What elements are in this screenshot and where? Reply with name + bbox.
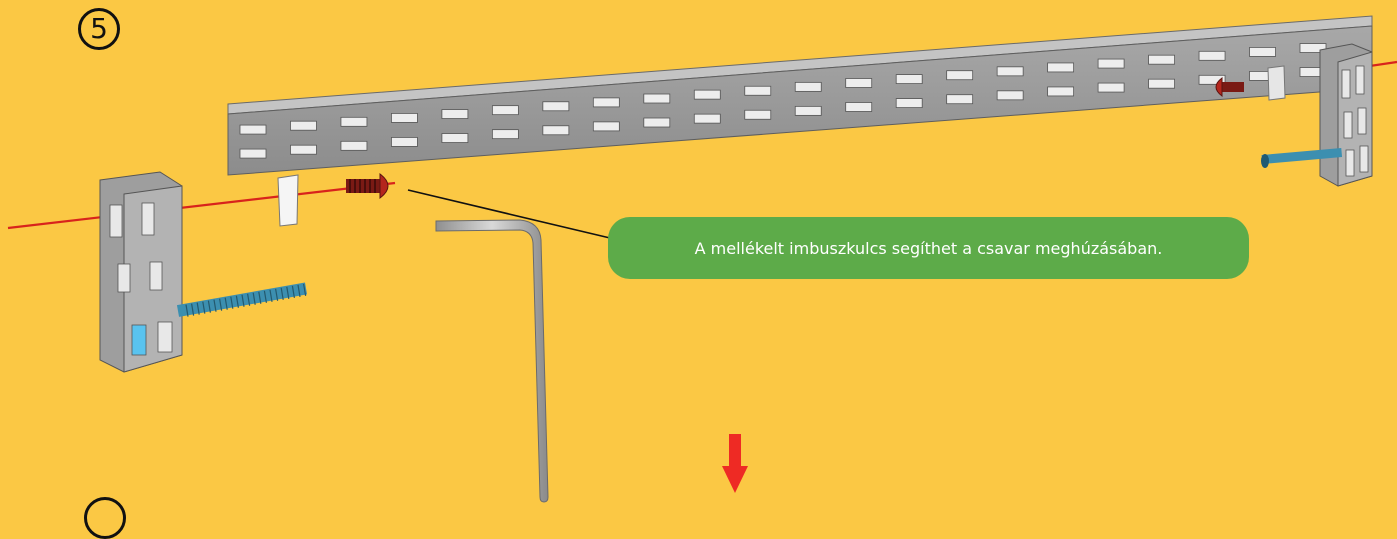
- rail-slot: [491, 129, 519, 140]
- rail-slot: [239, 124, 267, 135]
- thread-line: [247, 293, 251, 306]
- thread-line: [241, 294, 245, 307]
- screw-right: [1215, 76, 1244, 98]
- thread-line: [202, 301, 206, 314]
- hint-callout: A mellékelt imbuszkulcs segíthet a csava…: [608, 217, 1249, 279]
- rail-slot: [996, 66, 1024, 77]
- rail-slot: [592, 97, 620, 108]
- rail-slot: [946, 94, 974, 105]
- thread-line: [286, 286, 290, 299]
- rail-slot: [592, 121, 620, 132]
- thread-line: [219, 298, 223, 311]
- threaded-rod-left: [176, 282, 308, 317]
- thread-line: [191, 303, 195, 316]
- rail-slot: [895, 74, 923, 85]
- thread-line: [230, 296, 234, 309]
- thread-line: [185, 304, 189, 317]
- rail-slot: [1097, 82, 1125, 93]
- rail-slot: [542, 125, 570, 136]
- rail-slot: [996, 90, 1024, 101]
- rail-slot: [794, 105, 822, 116]
- rail-slot: [441, 133, 469, 143]
- rail-slot: [693, 89, 721, 100]
- rail-slot: [290, 120, 317, 131]
- thread-line: [280, 287, 284, 300]
- rail-slot: [643, 117, 671, 128]
- thread-line: [235, 295, 239, 308]
- slotted-rail: [227, 15, 1373, 176]
- callout-leader-line: [407, 189, 611, 239]
- rail-slot: [340, 116, 368, 127]
- rail-slot: [895, 98, 923, 109]
- rail-slot: [1047, 86, 1075, 97]
- assembly-illustration: [7, 15, 1397, 503]
- thread-line: [303, 283, 307, 296]
- rail-slot: [491, 105, 519, 116]
- hint-callout-text: A mellékelt imbuszkulcs segíthet a csava…: [694, 238, 1163, 258]
- rail-slot: [693, 113, 721, 124]
- rail-slot: [1249, 47, 1276, 57]
- rail-slot: [542, 101, 570, 112]
- rail-slot: [391, 137, 418, 147]
- thread-line: [224, 297, 228, 310]
- down-arrow-icon: [722, 434, 748, 493]
- hex-key-icon: [435, 219, 549, 503]
- clip-left: [277, 174, 299, 227]
- assembly-axis-line-left: [7, 181, 396, 230]
- rail-slot: [744, 85, 772, 96]
- rail-slot: [1198, 74, 1226, 85]
- rail-slot: [441, 109, 469, 119]
- thread-line: [297, 284, 301, 297]
- rail-slot: [1097, 58, 1125, 69]
- thread-line: [291, 285, 295, 298]
- thread-line: [213, 299, 217, 312]
- rail-slot: [845, 78, 873, 88]
- rail-slot: [946, 70, 974, 81]
- next-step-badge: [84, 497, 126, 539]
- rail-slot: [1148, 54, 1175, 65]
- left-end-bracket: [99, 171, 183, 373]
- thread-line: [275, 288, 279, 301]
- thread-line: [263, 290, 267, 303]
- step-number-icon: 5: [78, 8, 120, 50]
- rail-slot: [1047, 62, 1075, 73]
- right-end-bracket: [1319, 43, 1373, 187]
- rail-slot: [744, 109, 772, 120]
- rail-slot: [794, 81, 822, 92]
- rail-slot: [1198, 50, 1226, 61]
- rail-slot: [1148, 78, 1175, 89]
- rail-slot: [239, 148, 267, 159]
- clip-right: [1267, 65, 1286, 101]
- rail-slot: [290, 144, 317, 155]
- rail-slot: [391, 113, 418, 123]
- thread-line: [252, 292, 256, 305]
- thread-line: [207, 300, 211, 313]
- thread-line: [269, 289, 273, 302]
- thread-line: [258, 291, 262, 304]
- screw-icon: [346, 172, 389, 200]
- rail-slot: [845, 102, 873, 112]
- thread-line: [196, 302, 200, 315]
- rail-slot: [1299, 43, 1327, 53]
- bolt-icon: [1261, 148, 1343, 168]
- rail-slot: [340, 140, 368, 151]
- rail-slot: [643, 93, 671, 104]
